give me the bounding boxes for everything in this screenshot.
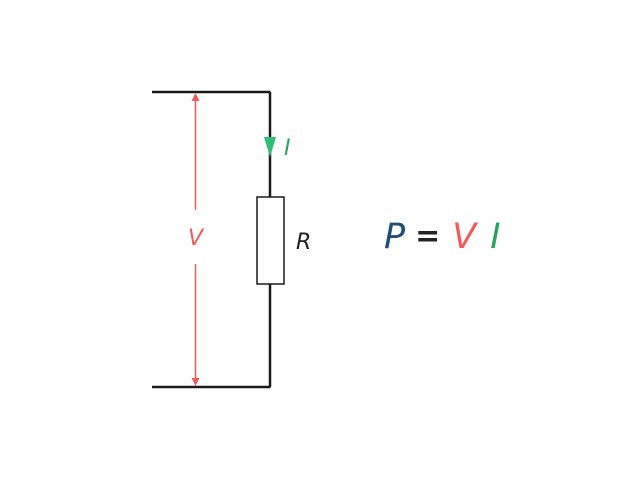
power-formula: P = V I	[384, 214, 501, 260]
resistor-label: R	[296, 230, 311, 255]
formula-equals-sign: =	[415, 219, 441, 254]
formula-current-symbol: I	[490, 217, 501, 257]
formula-power-symbol: P	[384, 217, 406, 257]
voltage-arrowhead-bottom	[191, 378, 200, 386]
current-arrow	[264, 137, 276, 157]
voltage-arrowhead-top	[191, 93, 200, 101]
current-label: I	[284, 136, 291, 161]
resistor	[256, 196, 285, 285]
voltage-label: V	[188, 226, 205, 251]
formula-voltage-symbol: V	[452, 217, 477, 257]
